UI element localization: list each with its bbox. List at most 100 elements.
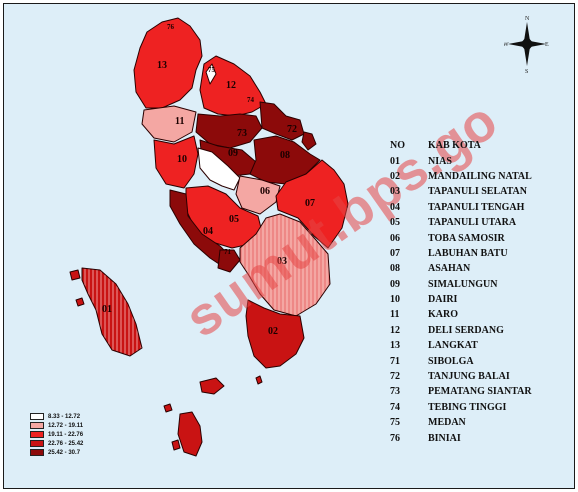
label-10: 10 (177, 154, 187, 165)
row-no: 11 (390, 309, 400, 321)
row-name: LANGKAT (428, 340, 478, 352)
row-name: TANJUNG BALAI (428, 371, 510, 383)
island-small-1 (163, 403, 173, 413)
table-header-row: NO KAB KOTA (390, 138, 532, 153)
row-no: 05 (390, 217, 400, 229)
row-no: 07 (390, 247, 400, 259)
row-no: 71 (390, 355, 400, 367)
row-no: 04 (390, 201, 400, 213)
row-no: 74 (390, 401, 400, 413)
row-no: 02 (390, 170, 400, 182)
region-13-langkat[interactable] (133, 17, 203, 109)
row-name: PEMATANG SIANTAR (428, 386, 532, 398)
legend-item: 19.11 - 22.76 (30, 430, 83, 439)
table-row: 10 DAIRI (390, 292, 532, 307)
legend-swatch (30, 422, 44, 429)
region-02-mandailing-natal[interactable] (245, 299, 305, 369)
row-no: 10 (390, 294, 400, 306)
region-73-pematang-siantar[interactable] (195, 113, 263, 149)
row-name: TEBING TINGGI (428, 401, 507, 413)
row-name: MANDAILING NATAL (428, 170, 532, 182)
label-74: 74 (247, 96, 255, 104)
lake-toba (197, 147, 241, 191)
label-72: 72 (287, 124, 297, 135)
label-13: 13 (157, 60, 167, 71)
row-name: TAPANULI UTARA (428, 217, 517, 229)
row-no: 08 (390, 263, 400, 275)
label-06: 06 (260, 186, 270, 197)
region-71-sibolga[interactable] (217, 249, 241, 273)
row-no: 76 (390, 432, 400, 444)
label-12: 12 (226, 80, 236, 91)
label-03: 03 (277, 256, 287, 267)
row-name: TOBA SAMOSIR (428, 232, 505, 244)
table-row: 11 KARO (390, 307, 532, 322)
table-row: 73 PEMATANG SIANTAR (390, 384, 532, 399)
row-name: TAPANULI SELATAN (428, 186, 527, 198)
legend-label: 8.33 - 12.72 (48, 413, 81, 420)
row-no: 72 (390, 371, 400, 383)
table-row: 03 TAPANULI SELATAN (390, 184, 532, 199)
row-name: TAPANULI TENGAH (428, 201, 525, 213)
region-74-tebing-tinggi[interactable] (259, 101, 305, 141)
compass-s: S (525, 69, 528, 74)
region-72-tanjung-balai[interactable] (301, 131, 317, 151)
row-name: SIMALUNGUN (428, 278, 498, 290)
row-no: 73 (390, 386, 400, 398)
row-name: DAIRI (428, 294, 458, 306)
region-01-nias[interactable] (81, 267, 143, 357)
region-10-dairi[interactable] (153, 135, 199, 189)
label-09: 09 (228, 148, 238, 159)
row-name: KARO (428, 309, 458, 321)
table-row: 05 TAPANULI UTARA (390, 215, 532, 230)
row-no: 01 (390, 155, 400, 167)
row-name: ASAHAN (428, 263, 471, 275)
legend-swatch (30, 449, 44, 456)
label-07: 07 (305, 198, 315, 209)
legend-label: 12.72 - 19.11 (48, 422, 84, 429)
label-11: 11 (175, 116, 184, 127)
label-75: 75 (208, 66, 216, 74)
legend-swatch (30, 413, 44, 420)
legend-item: 12.72 - 19.11 (30, 421, 83, 430)
legend-item: 8.33 - 12.72 (30, 412, 83, 421)
label-01: 01 (102, 304, 112, 315)
label-73: 73 (237, 128, 247, 139)
island-small-2 (171, 439, 181, 451)
header-no: NO (390, 140, 405, 152)
region-03-tapanuli-selatan[interactable] (239, 213, 331, 317)
legend-item: 22.76 - 25.42 (30, 439, 83, 448)
compass-w: W (504, 42, 509, 48)
table-row: 08 ASAHAN (390, 261, 532, 276)
region-12-deli-serdang[interactable] (199, 55, 267, 117)
region-76-biniai[interactable] (199, 377, 225, 395)
row-no: 03 (390, 186, 400, 198)
compass-rose-icon: N S E W (504, 16, 549, 74)
label-76-top: 76 (167, 23, 175, 31)
row-no: 75 (390, 417, 400, 429)
island-small-3 (255, 375, 263, 385)
legend-label: 22.76 - 25.42 (48, 440, 84, 447)
region-07-labuhan-batu[interactable] (275, 159, 349, 249)
row-no: 13 (390, 340, 400, 352)
label-04: 04 (203, 226, 213, 237)
label-02: 02 (268, 326, 278, 337)
legend-swatch (30, 440, 44, 447)
legend-swatch (30, 431, 44, 438)
table-row: 02 MANDAILING NATAL (390, 169, 532, 184)
region-75-medan[interactable] (205, 63, 217, 85)
compass-n: N (525, 16, 530, 22)
region-06-toba-samosir[interactable] (235, 175, 281, 215)
legend-label: 25.42 - 30.7 (48, 449, 81, 456)
region-11-karo[interactable] (141, 105, 197, 143)
legend-item: 25.42 - 30.7 (30, 448, 83, 457)
province-map: 13 12 75 76 74 11 73 72 09 08 10 06 07 0… (69, 17, 349, 457)
